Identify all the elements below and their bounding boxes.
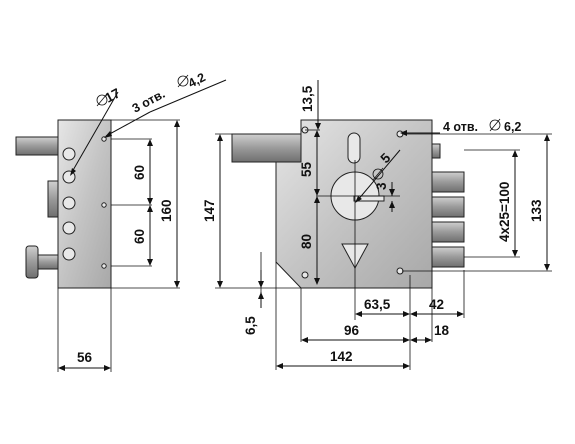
side-holes-count-label: 3 отв. [130, 87, 168, 116]
bottom-dimension-142: 142 [330, 349, 353, 364]
side-hole-5 [62, 247, 76, 261]
diameter-icon [489, 118, 501, 132]
front-dimension-13-5: 13,5 [300, 85, 315, 112]
front-dimension-3: 3 [374, 182, 389, 190]
side-rear-flange [47, 180, 59, 218]
front-top-slot [347, 132, 361, 164]
diameter-icon [177, 74, 189, 88]
side-dimension-60-top: 60 [132, 165, 147, 180]
hole-diameter-17-label: 17 [102, 85, 122, 105]
bolts-pitch-label: 4x25=100 [497, 182, 512, 242]
side-screw-hole-1 [101, 136, 107, 142]
side-top-bolt [15, 136, 63, 156]
side-holes-diameter-label: 4,2 [186, 70, 208, 91]
side-hole-3 [62, 196, 76, 210]
bottom-dimension-18: 18 [434, 323, 450, 338]
bottom-dimension-6-5: 6,5 [243, 316, 258, 335]
side-screw-hole-3 [101, 263, 107, 269]
depth-dimension-56: 56 [77, 350, 93, 365]
side-view [15, 74, 227, 372]
front-screw-hole-3 [301, 271, 309, 279]
side-screw-hole-2 [101, 202, 107, 208]
front-bolt-1 [431, 171, 465, 193]
front-holes-count-label: 4 отв. [443, 120, 478, 134]
side-dimension-60-bottom: 60 [132, 229, 147, 244]
front-dimension-147: 147 [202, 199, 217, 222]
front-dimension-55: 55 [299, 161, 314, 177]
front-holes-diameter-label: 6,2 [504, 120, 521, 134]
bottom-dimension-96: 96 [344, 323, 360, 338]
front-bolt-2 [431, 196, 465, 218]
side-hole-1 [62, 147, 76, 161]
diameter-icon [372, 167, 384, 181]
side-knob-stem [37, 254, 59, 270]
side-dimension-160: 160 [159, 199, 174, 222]
front-bolt-4 [431, 246, 465, 268]
diameter-icon [96, 93, 108, 107]
side-hole-4 [62, 221, 76, 235]
bottom-dimension-63-5: 63,5 [364, 297, 391, 312]
front-dimension-80: 80 [299, 234, 314, 249]
front-dimension-133: 133 [529, 199, 544, 222]
side-knob [25, 245, 39, 279]
front-bolt-3 [431, 221, 465, 243]
bottom-dimension-42: 42 [429, 297, 444, 312]
front-latch [431, 143, 441, 159]
front-view [215, 80, 552, 370]
